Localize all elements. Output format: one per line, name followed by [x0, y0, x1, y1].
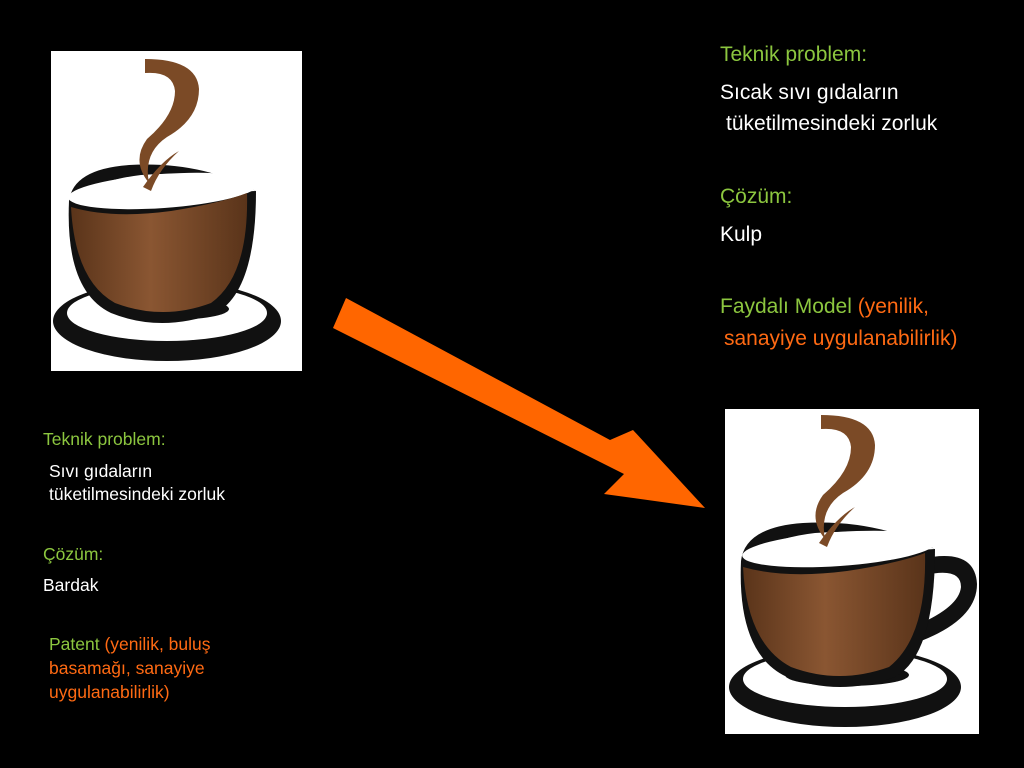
left-protection-criteria-2: basamağı, sanayiye	[49, 658, 205, 678]
left-protection-line-1: Patent (yenilik, buluş	[49, 633, 211, 655]
left-problem-line-1: Sıvı gıdaların	[49, 461, 153, 481]
left-solution-heading: Çözüm:	[43, 544, 104, 564]
cup-image-with-handle	[725, 409, 979, 734]
cup-image-without-handle	[51, 51, 302, 371]
left-problem-heading: Teknik problem:	[43, 429, 166, 449]
left-protection-criteria-1: (yenilik, buluş	[104, 634, 211, 654]
right-protection-criteria-1: (yenilik,	[857, 295, 929, 318]
right-solution-value: Kulp	[720, 223, 763, 246]
right-problem-heading: Teknik problem:	[720, 43, 868, 66]
right-solution-heading: Çözüm:	[720, 185, 793, 208]
right-protection-type: Faydalı Model	[720, 295, 852, 318]
right-problem-line-2: tüketilmesindeki zorluk	[726, 112, 938, 135]
left-protection-type: Patent	[49, 634, 100, 654]
right-problem-line-1: Sıcak sıvı gıdaların	[720, 81, 899, 104]
coffee-cup-icon	[53, 59, 281, 361]
left-protection-criteria-3: uygulanabilirlik)	[49, 682, 170, 702]
right-protection-line-1: Faydalı Model (yenilik,	[720, 294, 929, 320]
left-solution-value: Bardak	[43, 575, 99, 595]
coffee-cup-with-handle-icon	[729, 415, 977, 727]
right-protection-criteria-2: sanayiye uygulanabilirlik)	[724, 327, 958, 350]
left-problem-line-2: tüketilmesindeki zorluk	[49, 484, 226, 504]
